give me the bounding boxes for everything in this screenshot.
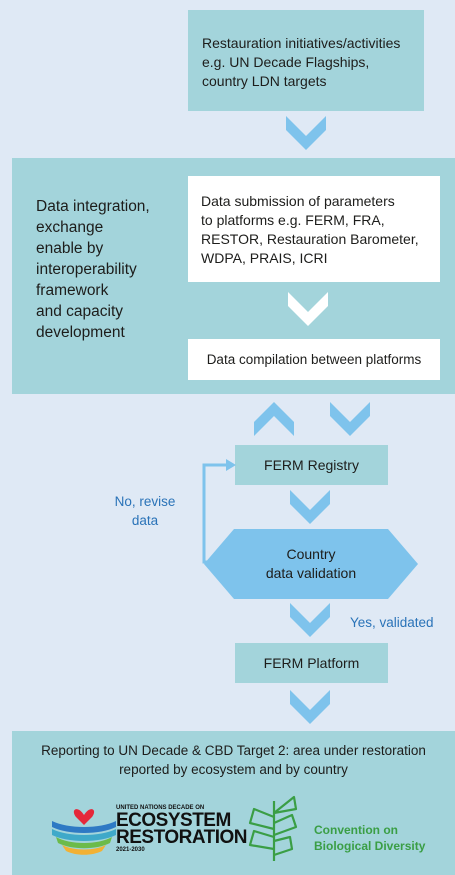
integration-line-5: framework — [36, 282, 109, 299]
submission-line-2: to platforms e.g. FERM, FRA, — [201, 212, 385, 228]
un-decade-logo-text: UNITED NATIONS DECADE ON ECOSYSTEM RESTO… — [116, 805, 248, 854]
submission-line-3: RESTOR, Restauration Barometer, — [201, 231, 419, 247]
ferm-registry-label: FERM Registry — [264, 457, 359, 473]
initiatives-box: Restauration initiatives/activities e.g.… — [188, 10, 424, 111]
no-revise-line-1: No, revise — [114, 494, 176, 509]
submission-line-4: WDPA, PRAIS, ICRI — [201, 250, 328, 266]
reporting-line-2: reported by ecosystem and by country — [119, 762, 348, 777]
submission-line-1: Data submission of parameters — [201, 193, 395, 209]
data-integration-panel: Data integration, exchange enable by int… — [12, 158, 455, 394]
arrow-down-icon — [330, 402, 370, 436]
ferm-platform-label: FERM Platform — [263, 655, 360, 671]
cbd-logo-text: Convention on Biological Diversity — [314, 822, 454, 854]
integration-line-2: exchange — [36, 219, 104, 236]
reporting-panel: Reporting to UN Decade & CBD Target 2: a… — [12, 731, 455, 875]
reporting-line-1: Reporting to UN Decade & CBD Target 2: a… — [41, 743, 426, 758]
un-decade-ecosystem-text: ECOSYSTEM — [116, 810, 231, 831]
validation-line-2: data validation — [265, 565, 357, 581]
initiatives-line-3: country LDN targets — [202, 73, 327, 89]
initiatives-line-2: e.g. UN Decade Flagships, — [202, 54, 370, 70]
integration-line-1: Data integration, — [36, 198, 150, 215]
cbd-line-1: Convention on — [314, 823, 398, 837]
ferm-registry-box: FERM Registry — [235, 445, 388, 485]
yes-validated-label: Yes, validated — [350, 615, 434, 630]
integration-line-4: interoperability — [36, 261, 137, 278]
no-revise-label: No, revise data — [100, 492, 190, 530]
arrow-up-icon — [254, 402, 294, 436]
validation-line-1: Country — [286, 546, 336, 562]
initiatives-line-1: Restauration initiatives/activities — [202, 35, 401, 51]
data-compilation-text: Data compilation between platforms — [206, 352, 422, 367]
cbd-leaf-logo-icon — [248, 795, 298, 861]
data-submission-box: Data submission of parameters to platfor… — [188, 176, 440, 282]
country-validation-label: Country data validation — [204, 545, 418, 583]
arrow-down-icon — [290, 690, 330, 724]
integration-line-3: enable by — [36, 240, 104, 257]
arrow-down-icon — [290, 603, 330, 637]
integration-line-6: and capacity — [36, 303, 124, 320]
un-decade-small-text: UNITED NATIONS DECADE ON — [116, 805, 205, 811]
data-compilation-box: Data compilation between platforms — [188, 339, 440, 380]
un-decade-restoration-text: RESTORATION — [116, 827, 248, 848]
un-decade-years-text: 2021-2030 — [116, 847, 145, 853]
integration-line-7: development — [36, 324, 125, 341]
country-validation-hexagon — [204, 529, 418, 599]
no-revise-line-2: data — [131, 513, 159, 528]
arrow-down-white-icon — [288, 292, 328, 326]
cbd-line-2: Biological Diversity — [314, 839, 426, 853]
un-decade-logo-icon — [52, 809, 116, 855]
arrow-down-icon — [290, 490, 330, 524]
ferm-platform-box: FERM Platform — [235, 643, 388, 683]
arrow-down-icon — [286, 116, 326, 150]
